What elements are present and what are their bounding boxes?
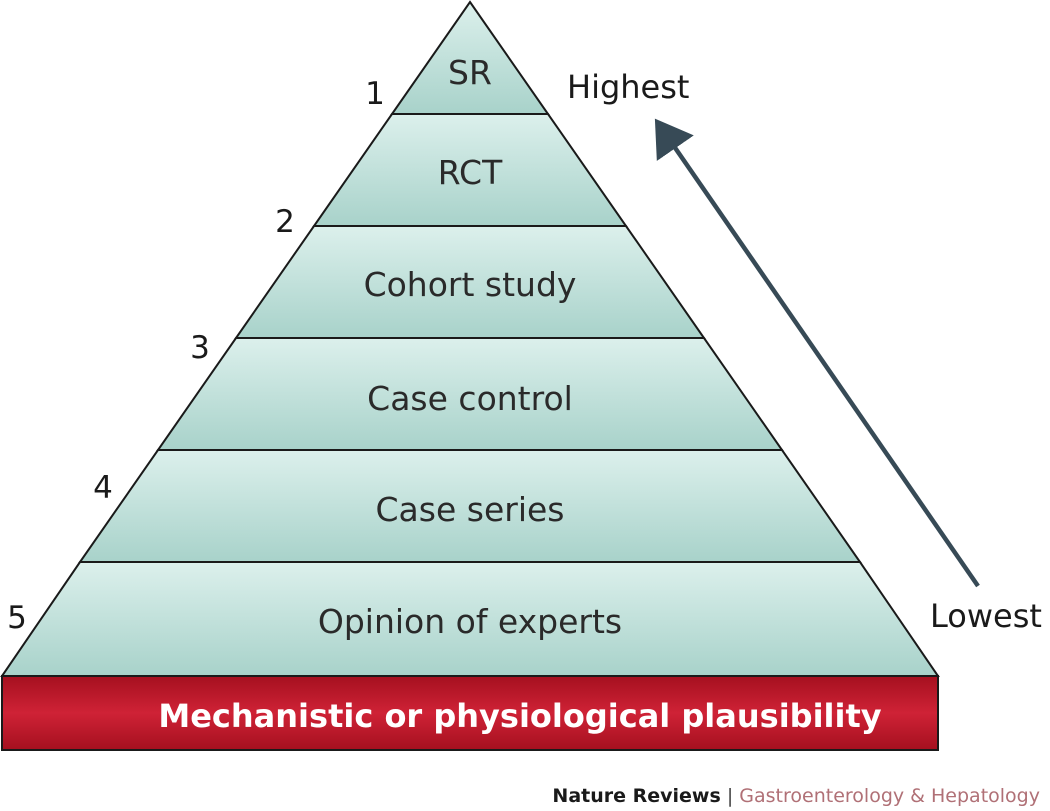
level-number-4: 4 xyxy=(93,470,113,506)
scale-label-lowest: Lowest xyxy=(930,597,1042,635)
tier-label-case-control: Case control xyxy=(367,379,573,418)
tier-label-sr: SR xyxy=(448,53,492,92)
plausibility-base-label: Mechanistic or physiological plausibilit… xyxy=(158,697,881,735)
tier-label-rct: RCT xyxy=(438,153,503,192)
tier-label-opinion-of-experts: Opinion of experts xyxy=(318,602,622,641)
plausibility-base-bar xyxy=(1,675,939,751)
tier-label-case-series: Case series xyxy=(376,490,565,529)
tier-label-cohort-study: Cohort study xyxy=(364,265,577,304)
scale-label-highest: Highest xyxy=(567,68,689,106)
level-number-5: 5 xyxy=(7,600,27,636)
credit-section: Gastroenterology & Hepatology xyxy=(739,785,1040,807)
level-number-1: 1 xyxy=(365,76,385,112)
credit-separator: | xyxy=(726,785,734,807)
scale-arrow xyxy=(654,118,980,588)
credit-journal: Nature Reviews xyxy=(552,785,721,807)
level-number-3: 3 xyxy=(190,330,210,366)
level-number-2: 2 xyxy=(275,204,295,240)
journal-credit: Nature Reviews | Gastroenterology & Hepa… xyxy=(552,785,1040,807)
